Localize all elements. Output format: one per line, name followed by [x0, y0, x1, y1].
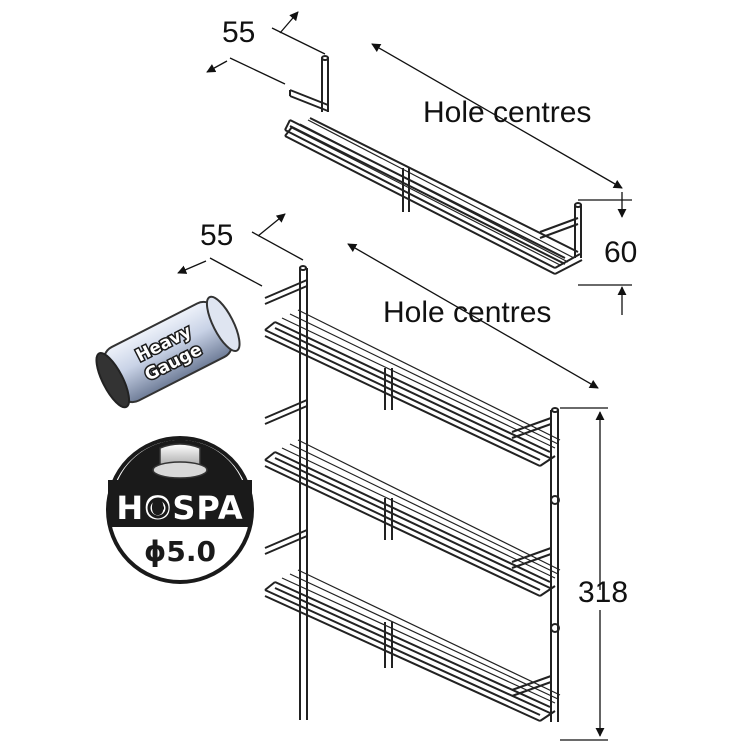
bottom-rack-span-label: Hole centres: [383, 296, 551, 329]
top-rack: [284, 55, 583, 275]
bottom-rack-depth-label: 55: [200, 219, 233, 252]
hospa-size-label: ϕ5.0: [144, 535, 216, 568]
top-rack-depth-label: 55: [222, 16, 255, 49]
top-rack-height-label: 60: [604, 236, 637, 269]
hospa-screw-icon: HOSPA ϕ5.0: [106, 436, 254, 584]
heavy-gauge-tube-icon: Heavy Gauge: [95, 295, 241, 409]
bottom-rack-height-label: 318: [578, 576, 628, 609]
bottom-rack: [264, 265, 561, 722]
bottom-rack-dimensions: [177, 213, 608, 741]
top-rack-span-label: Hole centres: [423, 96, 591, 129]
top-rack-dimensions: [206, 11, 632, 315]
hospa-brand-label: HOSPA: [116, 489, 243, 527]
